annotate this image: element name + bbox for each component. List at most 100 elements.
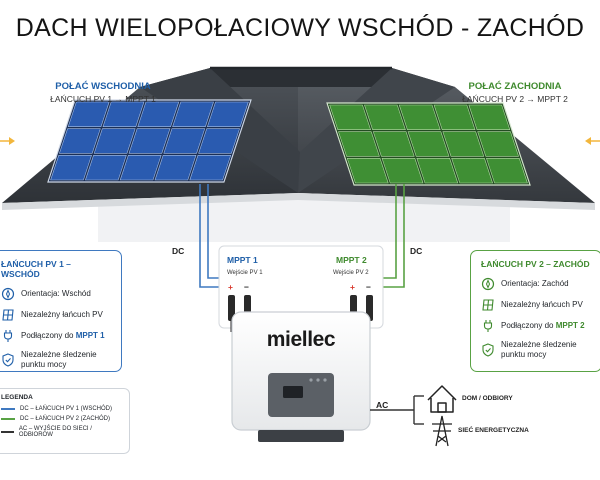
info-row-text: Orientacja: Zachód [501, 279, 569, 288]
ac-label: AC [376, 400, 389, 410]
compass-icon [481, 277, 495, 291]
info-row-tracking: Niezależne śledzenie punktu mocy [1, 350, 111, 370]
mppt-highlight: MPPT 2 [555, 321, 585, 330]
info-row-text: Niezależne śledzenie punktu mocy [501, 340, 577, 359]
info-row-text: Podłączony do MPPT 2 [501, 321, 585, 331]
roof-east-subtitle: ŁAŃCUCH PV 1 → MPPT 1 [50, 94, 156, 104]
mppt1-input-label: Wejście PV 1 [227, 270, 263, 276]
info-row-text: Orientacja: Wschód [21, 289, 91, 298]
mppt2-plus-sign: + [350, 282, 355, 292]
sun-ray-left-icon [0, 137, 15, 145]
solar-panel-cell [381, 158, 424, 184]
info-row-orientation: Orientacja: Zachód [481, 277, 591, 291]
solar-panel-cell [189, 155, 232, 181]
house-output-label: DOM / ODBIORY [462, 395, 513, 402]
solar-panel-cell [364, 104, 406, 130]
solar-panel-cell [128, 128, 171, 154]
mppt2-minus-sign: − [366, 282, 371, 292]
solar-panel-cell [442, 131, 485, 157]
roof-west-title: POŁAĆ ZACHODNIA [468, 81, 562, 92]
ac-wire [370, 395, 424, 425]
info-row-text-pre: Podłączony do [21, 331, 76, 340]
dc-wire-east [199, 184, 222, 288]
info-row-string: Niezależny łańcuch PV [1, 308, 111, 322]
roof-west-subtitle: ŁAŃCUCH PV 2 → MPPT 2 [462, 94, 568, 104]
mppt1-plus-sign: + [228, 282, 233, 292]
solar-panel-cell [346, 158, 389, 184]
solar-panel-cell [119, 155, 162, 181]
solar-panel-cell [486, 158, 528, 184]
solar-panel-cell [163, 128, 206, 154]
solar-panel-cell [433, 104, 476, 130]
solar-panel-cell [407, 131, 450, 157]
info-row-mppt: Podłączony do MPPT 2 [481, 319, 591, 333]
roof-east-title: POŁAĆ WSCHODNIA [55, 81, 151, 92]
solar-panel-cell [451, 158, 493, 184]
solar-panel-cell [67, 101, 110, 127]
legend-swatch-blue [1, 408, 15, 410]
legend: LEGENDA DC – ŁAŃCUCH PV 1 (WSCHÓD) DC – … [0, 388, 130, 454]
solar-panel-cell [102, 101, 145, 127]
solar-panel-cell [372, 131, 415, 157]
solar-panel-cell [154, 155, 197, 181]
shield-check-icon [481, 343, 495, 357]
mppt1-label: MPPT 1 [227, 255, 258, 265]
legend-item-text: DC – ŁAŃCUCH PV 2 (ZACHÓD) [20, 416, 111, 422]
dc-label-left: DC [172, 246, 185, 256]
mppt2-input-label: Wejście PV 2 [333, 270, 369, 276]
info-row-tracking: Niezależne śledzenie punktu mocy [481, 340, 591, 360]
legend-item-dc-east: DC – ŁAŃCUCH PV 1 (WSCHÓD) [1, 406, 119, 412]
solar-panel-cell [50, 155, 92, 181]
plug-icon [1, 329, 15, 343]
mppt2-label: MPPT 2 [336, 255, 367, 265]
solar-panel-cell [468, 104, 511, 130]
solar-panel-cell [416, 158, 459, 184]
dc-label-right: DC [410, 246, 423, 256]
plug-icon [481, 319, 495, 333]
solar-panel-cell [477, 131, 519, 157]
solar-panel-cell [59, 128, 101, 154]
legend-item-text: AC – WYJŚCIE DO SIECI / ODBIORÓW [18, 426, 92, 438]
dc-wire-west [380, 184, 405, 288]
info-row-string: Niezależny łańcuch PV [481, 298, 591, 312]
legend-title: LEGENDA [1, 394, 33, 401]
legend-swatch-green [1, 418, 15, 420]
legend-item-dc-west: DC – ŁAŃCUCH PV 2 (ZACHÓD) [1, 416, 119, 422]
info-box-east: ŁAŃCUCH PV 1 – WSCHÓD Orientacja: Wschód… [0, 250, 122, 372]
info-row-mppt: Podłączony do MPPT 1 [1, 329, 111, 343]
info-row-text: Niezależny łańcuch PV [21, 310, 103, 319]
info-box-west-title: ŁAŃCUCH PV 2 – ZACHÓD [481, 259, 590, 269]
solar-panel-cell [172, 101, 214, 127]
roof-west-label: POŁAĆ ZACHODNIA ŁAŃCUCH PV 2 → MPPT 2 [440, 80, 590, 106]
info-row-text-pre: Podłączony do [501, 321, 556, 330]
info-row-orientation: Orientacja: Wschód [1, 287, 111, 301]
compass-icon [1, 287, 15, 301]
info-row-text: Niezależne śledzenie punktu mocy [21, 350, 97, 369]
mppt-highlight: MPPT 1 [75, 331, 105, 340]
solar-panel-cell [207, 101, 249, 127]
solar-panel-cell [137, 101, 180, 127]
legend-item-ac: AC – WYJŚCIE DO SIECI / ODBIORÓW [1, 426, 119, 438]
info-row-text: Niezależny łańcuch PV [501, 300, 583, 309]
page-title: DACH WIELOPOŁACIOWY WSCHÓD - ZACHÓD [15, 14, 585, 42]
power-pylon-icon [432, 415, 452, 447]
roof-east-label: POŁAĆ WSCHODNIA ŁAŃCUCH PV 1 → MPPT 1 [28, 80, 178, 106]
solar-panel-cell [329, 104, 371, 130]
solar-panel-icon [481, 298, 495, 312]
solar-panel-cell [338, 131, 380, 157]
inverter [231, 311, 371, 442]
legend-swatch-black [1, 431, 14, 433]
mppt1-minus-sign: − [244, 282, 249, 292]
east-solar-panels [47, 99, 252, 183]
info-box-east-title: ŁAŃCUCH PV 1 – WSCHÓD [1, 259, 71, 279]
inverter-brand-logo: miellec [266, 328, 336, 351]
info-box-west: ŁAŃCUCH PV 2 – ZACHÓD Orientacja: Zachód… [470, 250, 600, 372]
west-solar-panels [326, 102, 531, 186]
solar-panel-cell [93, 128, 136, 154]
solar-panel-cell [398, 104, 441, 130]
info-row-text: Podłączony do MPPT 1 [21, 331, 105, 341]
shield-check-icon [1, 353, 15, 367]
solar-panel-cell [198, 128, 240, 154]
sun-ray-right-icon [585, 137, 600, 145]
